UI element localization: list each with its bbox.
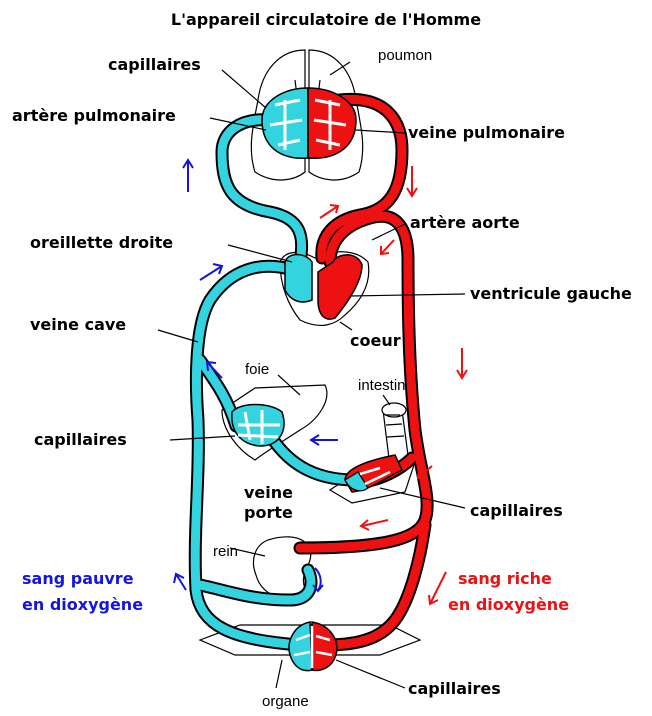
red-arrow-ne [320,205,338,218]
label-capillaires-intestin: capillaires [470,501,563,520]
label-oreillette-droite: oreillette droite [30,233,173,252]
legend-rich-line1: sang riche [458,569,552,588]
blue-arrow-ne [200,264,222,280]
label-veine-pulmonaire: veine pulmonaire [408,123,565,142]
label-capillaires-organe: capillaires [408,679,501,698]
label-artere-pulmonaire: artère pulmonaire [12,106,176,125]
red-arrow-down-1 [407,166,417,196]
red-arrow-left [361,520,388,530]
label-rein: rein [213,543,238,560]
blue-arrow-legend [174,574,186,590]
label-veine-porte-1: veine [244,483,293,502]
label-intestin: intestin [358,377,406,394]
label-artere-aorte: artère aorte [410,213,520,232]
red-arrow-legend [429,572,446,604]
red-arrow-sw [381,240,394,254]
blue-arrow-left [311,435,338,445]
blue-arrow-up-left [183,160,193,192]
label-veine-porte-2: porte [244,503,293,522]
label-capillaires-foie: capillaires [34,430,127,449]
label-coeur: coeur [350,331,401,350]
label-foie: foie [245,361,269,378]
label-veine-cave: veine cave [30,315,126,334]
legend-rich-line2: en dioxygène [448,595,569,614]
label-organe: organe [262,693,309,710]
label-poumon: poumon [378,47,432,64]
red-arrow-down-2 [457,348,467,378]
legend-poor-line1: sang pauvre [22,569,134,588]
lung-capillaries [262,88,356,158]
label-capillaires-top: capillaires [108,55,201,74]
diagram-title: L'appareil circulatoire de l'Homme [171,10,481,29]
rich-blood-fill [300,99,427,645]
label-ventricule-gauche: ventricule gauche [470,284,632,303]
legend-poor-line2: en dioxygène [22,595,143,614]
